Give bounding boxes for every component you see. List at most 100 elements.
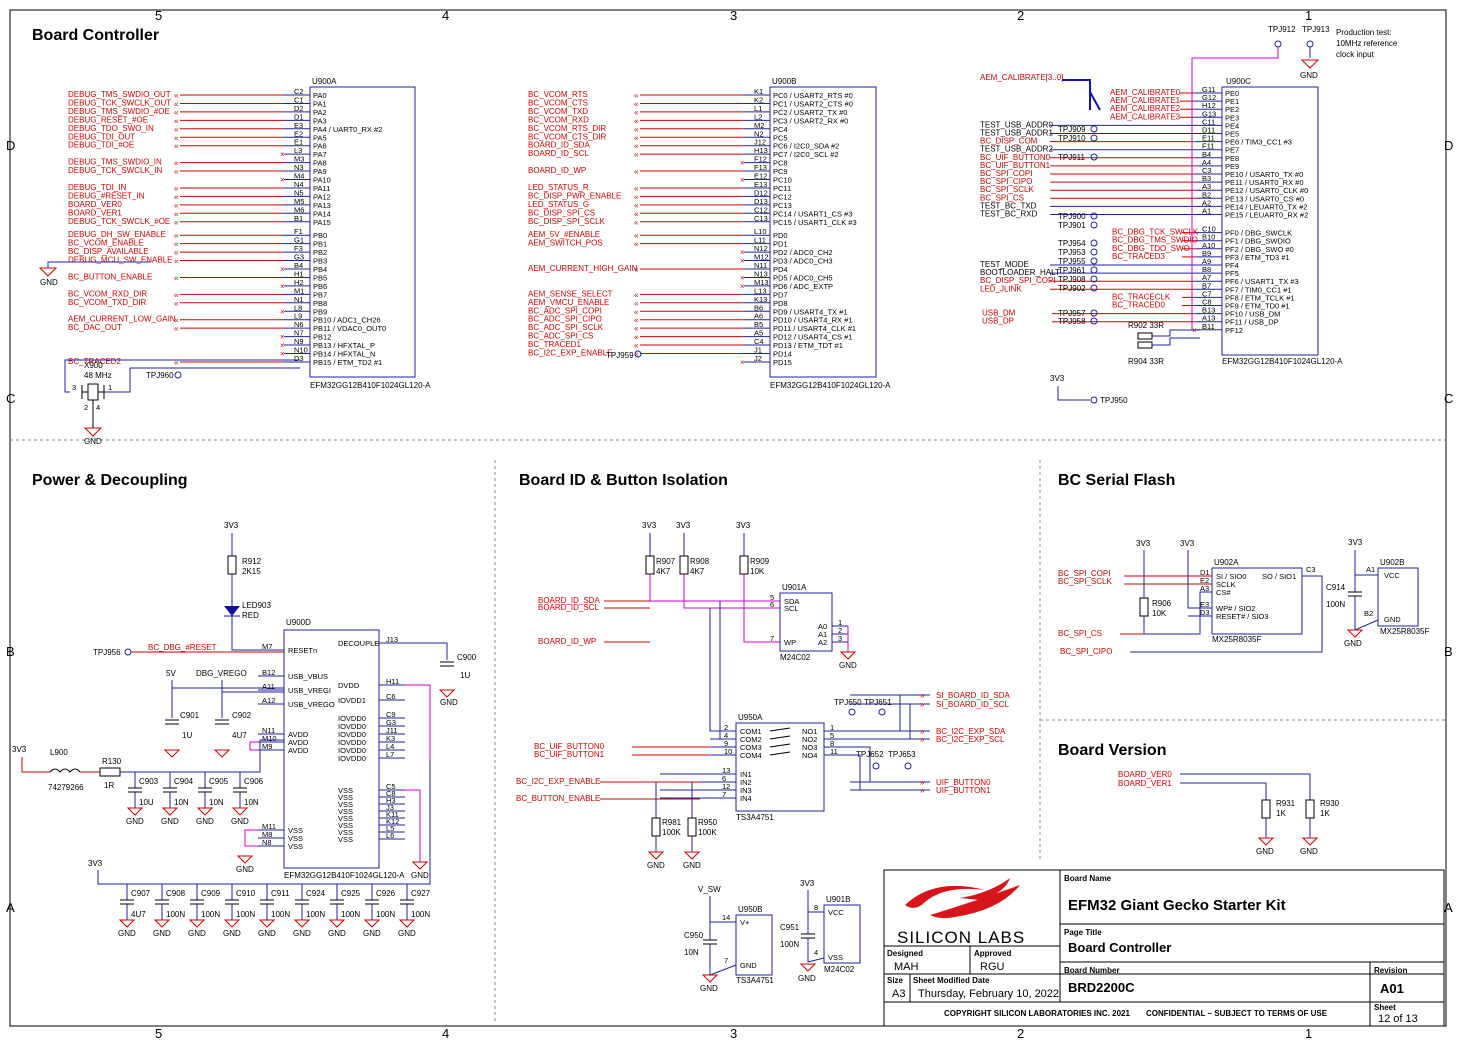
u900a-pins-pin-name: PB6	[313, 282, 327, 291]
confidential: CONFIDENTIAL – SUBJECT TO TERMS OF USE	[1146, 1009, 1328, 1018]
u950a-com-name: COM4	[740, 751, 762, 760]
u900a-pins-noconnect-icon: ×	[280, 176, 285, 185]
u902a-pin-name: SI / SIO0	[1216, 572, 1246, 581]
u902a-pin-name: RESET# / SIO3	[1216, 612, 1269, 621]
u900b-pins-pin-name: PC13	[773, 201, 792, 210]
u900a-pins-net-label: DEBUG_TDO_SWO_IN	[68, 124, 154, 133]
u900b-pins-pin-num: M13	[754, 278, 769, 287]
caps-row2-ref: C911	[271, 889, 290, 898]
u900b-pins-pin-num: F12	[754, 155, 767, 164]
u900a-pins-pin-num: M5	[294, 197, 304, 206]
out-net-arrow-icon: »	[920, 700, 925, 709]
u900c-pin-num: C8	[1202, 298, 1212, 307]
caps-row1-value: 10U	[139, 798, 154, 807]
u901a-part: M24C02	[780, 653, 811, 662]
u900c-testpoint-label: TPJ957	[1058, 309, 1086, 318]
u900a-pins-pin-num: D2	[294, 104, 304, 113]
r912-value: 2K15	[242, 567, 261, 576]
u900a-pins-pin-num: L3	[294, 146, 302, 155]
u900a-pins-pin-name: PB8	[313, 299, 327, 308]
u901b-ref: U901B	[826, 895, 850, 904]
u900a-pins-arrow-icon: «	[174, 358, 179, 367]
u900a-pins-pin-name: PB3	[313, 257, 327, 266]
u900b-pins-net-label: BC_DISP_SPI_SCLK	[528, 217, 606, 226]
caps-row2-value: 100N	[236, 910, 255, 919]
u900a-pins-pin-num: C1	[294, 95, 304, 104]
u900b-pins-arrow-icon: «	[634, 240, 639, 249]
tp-bot-label: TPJ653	[888, 750, 916, 759]
caps-row1-gnd-symbol	[161, 807, 179, 816]
u900a-pins-arrow-icon: «	[174, 91, 179, 100]
u900c-pin-name: PE4	[1225, 121, 1239, 130]
r907-vcc: 3V3	[642, 521, 657, 530]
u900b-pins-pin-name: PD9 / USART4_TX #1	[773, 307, 847, 316]
u950a-switch-icon	[769, 743, 791, 748]
c951-value: 100N	[780, 940, 799, 949]
sheet-border	[9, 9, 1447, 1027]
u900d-right-num: C6	[386, 692, 396, 701]
u900a-pins-pin-num: L8	[294, 303, 302, 312]
c900-gnd: GND	[440, 698, 458, 707]
u900d-right-num: L6	[386, 831, 394, 840]
out-net-arrow-icon: »	[920, 691, 925, 700]
u900d-left-num: M7	[262, 642, 272, 651]
u900b-pins-pin-num: C4	[754, 337, 764, 346]
u900a-pins-net-label: BC_DAC_OUT	[68, 323, 122, 332]
silicon-labs-logo-icon	[905, 878, 1020, 919]
scl-link	[850, 704, 911, 740]
tpj950-testpoint	[1090, 396, 1098, 404]
u900b-pins-pin-num: M12	[754, 253, 769, 262]
caps-row2-ref: C907	[131, 889, 151, 898]
u902a-pin-name: SCLK	[1216, 580, 1236, 589]
u900b-pins-pin-num: L2	[754, 112, 762, 121]
u900d-right-num: C8	[386, 789, 396, 798]
u900d-left-name: AVDD	[288, 730, 309, 739]
sda-com-wire	[719, 601, 736, 740]
u900b-pins-pin-num: K13	[754, 295, 767, 304]
out-net-arrow-icon: »	[920, 735, 925, 744]
u900d-right-num: J3	[386, 803, 394, 812]
x900-gnd-symbol	[83, 427, 103, 437]
u900d-vss-bus	[244, 829, 258, 847]
u900a-pins-pin-num: L9	[294, 312, 302, 321]
u900b-pins-arrow-icon: «	[634, 150, 639, 159]
u901a-gnd-symbol	[839, 651, 857, 660]
board-id-input-nets: BOARD_ID_SDABOARD_ID_SCLBOARD_ID_WPBC_UI…	[516, 596, 718, 870]
u900b-pins-net-label: AEM_SWITCH_POS	[528, 239, 603, 248]
caps-row2-value: 100N	[306, 910, 325, 919]
u900a-pins-pin-num: M1	[294, 286, 304, 295]
uif-in-label: BC_UIF_BUTTON0	[534, 742, 605, 751]
v33-wp: 3V3	[1180, 539, 1195, 548]
u900b-pins-pin-name: PC11	[773, 184, 791, 193]
caps-row2-gnd-symbol	[328, 919, 346, 928]
u900b-pins-pin-num: F13	[754, 163, 767, 172]
u900a-pins-pin-name: PB2	[313, 248, 327, 257]
u900c-net-label: BC_TRACED0	[1112, 301, 1165, 310]
u900d-vss-right-gnd-label: GND	[411, 871, 429, 880]
u900d-right-name: VSS	[338, 821, 353, 830]
border-col-bottom-1: 1	[1305, 1026, 1312, 1041]
u900c-pin-num: A10	[1202, 241, 1215, 250]
u900b-pins-net-label: BC_VCOM_CTS	[528, 98, 588, 107]
r904-label: R904 33R	[1128, 357, 1164, 366]
u900b-pins-arrow-icon: «	[634, 265, 639, 274]
uif-in-label: BC_UIF_BUTTON1	[534, 750, 605, 759]
u900a-pins-net-label: BC_VCOM_ENABLE	[68, 239, 144, 248]
u900b-pins-net-label: BC_ADC_SPI_SCLK	[528, 323, 604, 332]
u900c-net-label: BC_SPI_CS	[980, 193, 1024, 202]
u900b-pins-noconnect-icon: ×	[740, 273, 745, 282]
r130-value: 1R	[104, 781, 114, 790]
caps-row2-gnd-symbol	[258, 919, 276, 928]
r931-gnd: GND	[1256, 847, 1274, 856]
u900a-pins-pin-num: D1	[294, 112, 304, 121]
u900b-pins-pin-num: K1	[754, 87, 763, 96]
u900a-pins-net-label: BOARD_VER1	[68, 208, 122, 217]
u900b-pins-pin-num: E13	[754, 180, 767, 189]
u950a-no-num: 1	[830, 723, 834, 732]
board-name: EFM32 Giant Gecko Starter Kit	[1068, 897, 1286, 914]
u900b-pins-net-label: BC_VCOM_RTS	[528, 90, 588, 99]
u900c-net-label: BC_UIF_BUTTON0	[980, 153, 1051, 162]
u900b-pins-arrow-icon: «	[634, 209, 639, 218]
u900a-pins-net-label: DEBUG_RESET_#OE	[68, 115, 148, 124]
